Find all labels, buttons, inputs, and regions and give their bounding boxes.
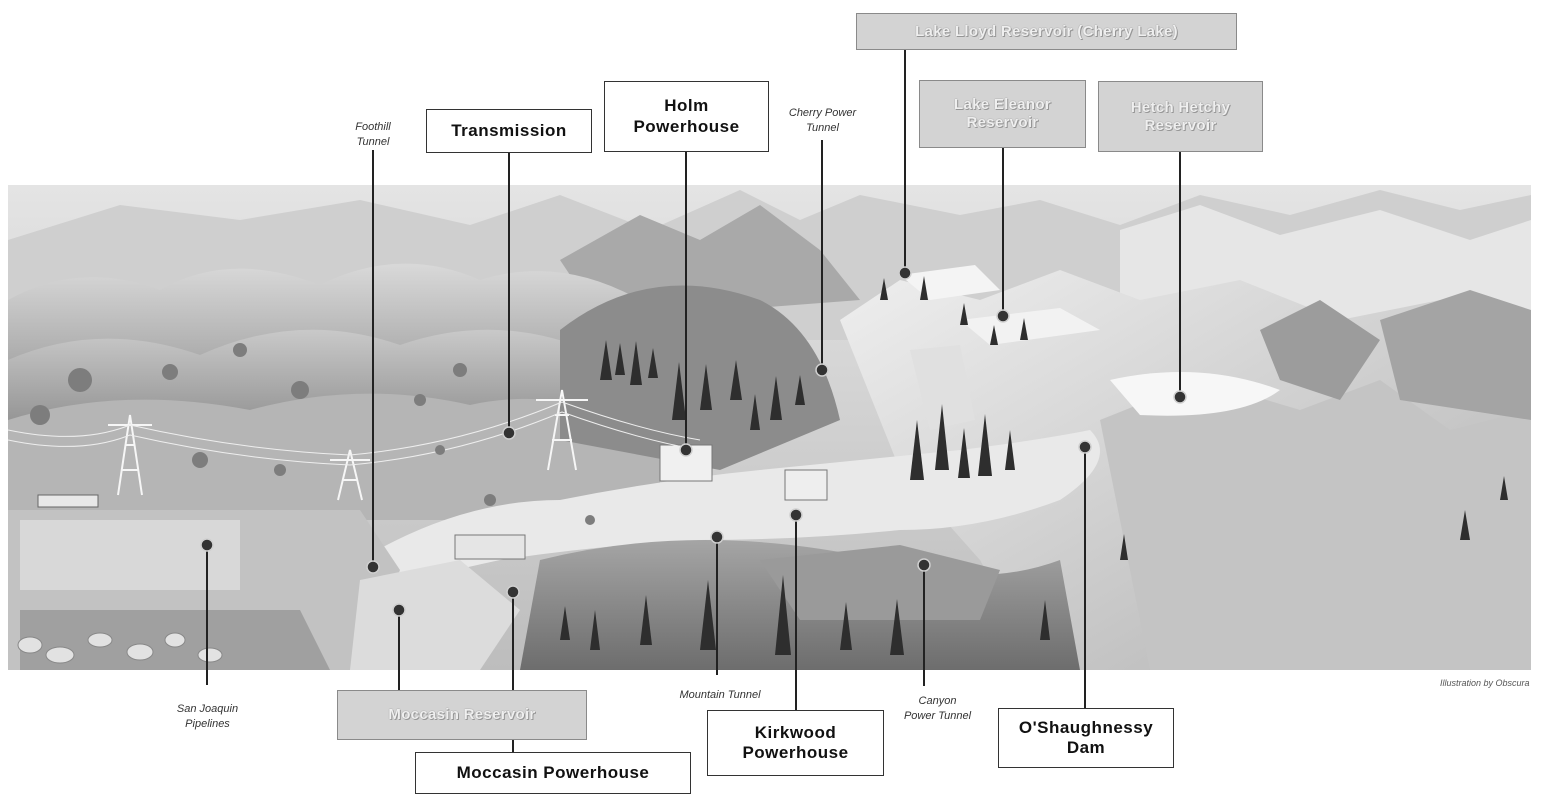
note-foothill-tunnel: Foothill Tunnel bbox=[355, 121, 391, 148]
label-lake-lloyd-reservoir: Lake Lloyd Reservoir (Cherry Lake) bbox=[856, 13, 1237, 50]
label-kirkwood-powerhouse: Kirkwood Powerhouse bbox=[707, 710, 884, 776]
label-moccasin-reservoir: Moccasin Reservoir bbox=[337, 690, 587, 740]
label-holm-powerhouse: Holm Powerhouse bbox=[604, 81, 769, 152]
note-canyon-power-tunnel: Canyon Power Tunnel bbox=[903, 695, 972, 722]
label-oshaughnessy-dam: O'Shaughnessy Dam bbox=[998, 708, 1174, 768]
note-san-joaquin-pipelines: San Joaquin Pipelines bbox=[176, 703, 239, 730]
label-transmission: Transmission bbox=[426, 109, 592, 153]
label-hetch-hetchy-reservoir: Hetch Hetchy Reservoir bbox=[1098, 81, 1263, 152]
note-mountain-tunnel: Mountain Tunnel bbox=[679, 689, 761, 701]
label-moccasin-powerhouse: Moccasin Powerhouse bbox=[415, 752, 691, 794]
note-cherry-power-tunnel: Cherry Power Tunnel bbox=[788, 107, 857, 134]
label-lake-eleanor-reservoir: Lake Eleanor Reservoir bbox=[919, 80, 1086, 148]
illustration-credit: Illustration by Obscura bbox=[1440, 678, 1530, 688]
